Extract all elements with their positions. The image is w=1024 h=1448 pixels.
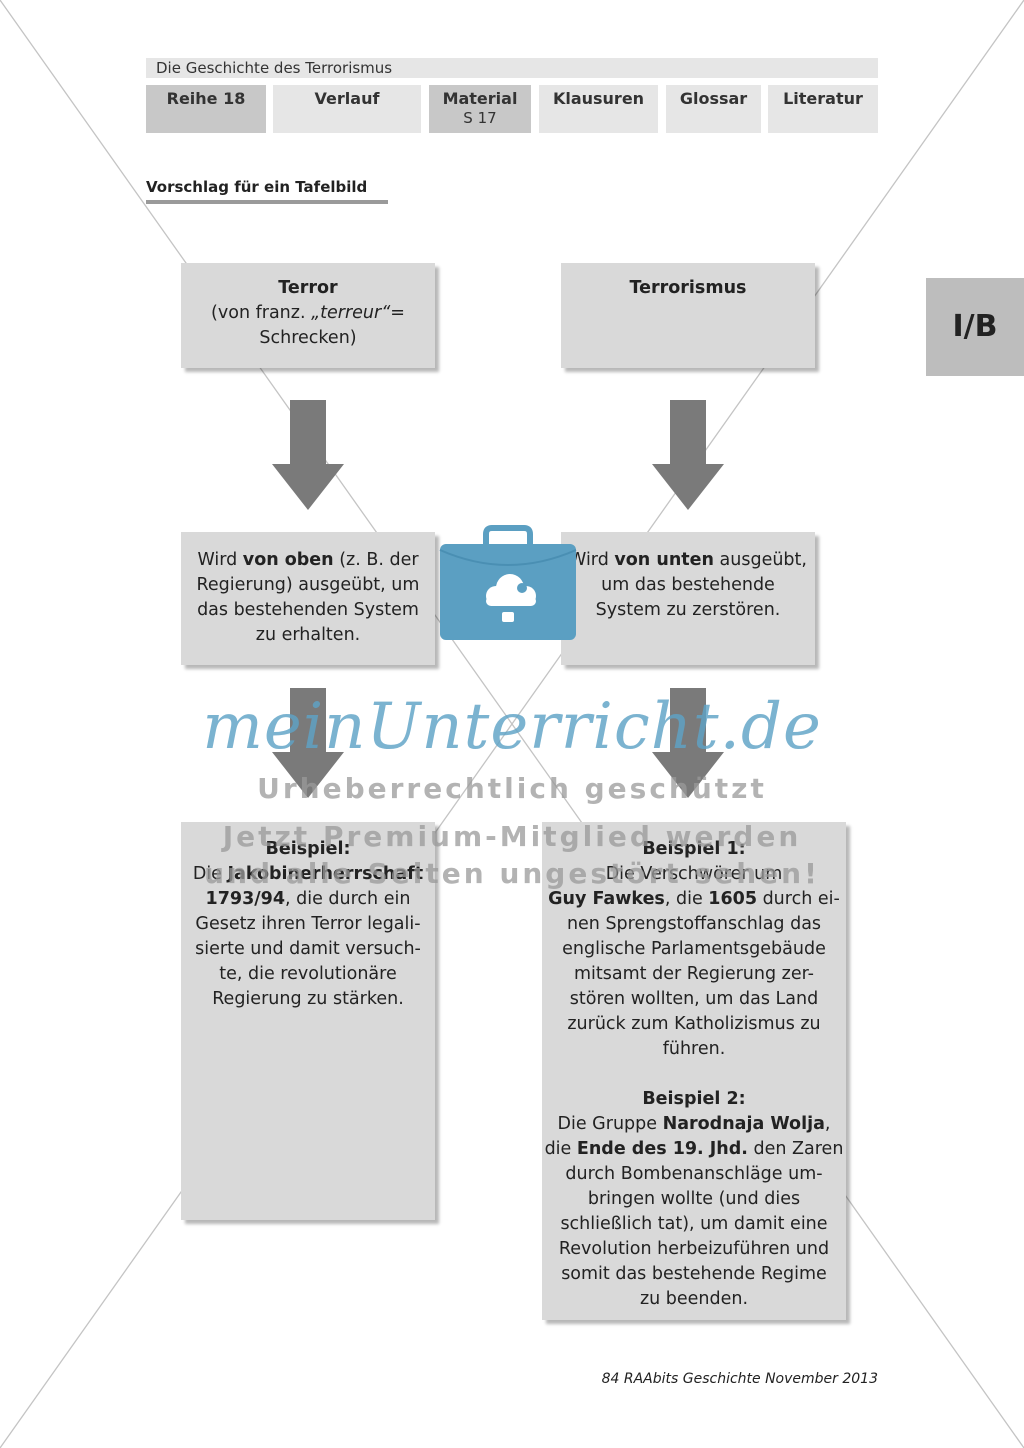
example-line: englische Parlamentsgebäude <box>562 939 826 959</box>
terrorismus-method-box: Wird von unten ausgeübt, um das bestehen… <box>561 532 815 665</box>
terror-method-line: Wird von oben (z. B. der <box>197 550 419 570</box>
watermark-premium-sub: und alle Seiten ungestört sehen! <box>204 857 820 890</box>
example-line: durch Bombenanschläge um- <box>565 1164 823 1184</box>
example-line: Die Gruppe Narodnaja Wolja, <box>557 1114 831 1134</box>
example-line: die Ende des 19. Jhd. den Zaren <box>544 1139 844 1159</box>
tab-label: Literatur <box>783 89 863 108</box>
down-arrow-icon <box>272 400 344 510</box>
terrorismus-method-line: System zu zerstören. <box>595 600 781 620</box>
down-arrow-icon <box>652 400 724 510</box>
example-line: Revolution herbeizuführen und <box>558 1239 830 1259</box>
document-title: Die Geschichte des Terrorismus <box>146 58 878 78</box>
terror-method-line: das bestehenden System <box>197 600 419 620</box>
terror-title: Terror <box>278 278 338 298</box>
side-section-tab: I/B <box>926 278 1024 376</box>
terror-method-line: zu erhalten. <box>255 625 361 645</box>
example-line: stören wollten, um das Land <box>569 989 819 1009</box>
example-line: Gesetz ihren Terror legali- <box>195 914 421 934</box>
terrorismus-method-line: Wird von unten ausgeübt, <box>569 550 807 570</box>
tab-glossar[interactable]: Glossar <box>666 85 761 133</box>
example-line: nen Sprengstoffanschlag das <box>566 914 822 934</box>
terrorismus-method-line: um das bestehende <box>601 575 775 595</box>
terrorismus-definition-box: Terrorismus <box>561 263 815 368</box>
terror-meaning: Schrecken) <box>259 328 357 348</box>
terror-method-line: Regierung) ausgeübt, um <box>196 575 420 595</box>
tab-label: Material <box>442 89 518 108</box>
watermark-brand: meinUnterricht.de <box>202 690 822 764</box>
example-line: bringen wollte (und dies <box>587 1189 801 1209</box>
footer-citation: 84 RAAbits Geschichte November 2013 <box>601 1371 878 1387</box>
example-line: somit das bestehende Regime <box>561 1264 827 1284</box>
tab-label: Verlauf <box>314 89 380 108</box>
example-line: Guy Fawkes, die 1605 durch ei- <box>548 889 840 909</box>
example-line: 1793/94, die durch ein <box>205 889 411 909</box>
terrorismus-example-box: Beispiel 1: Die Verschwörer um Guy Fawke… <box>542 822 846 1320</box>
heading-underline <box>146 200 388 204</box>
tab-material[interactable]: Material S 17 <box>429 85 531 133</box>
tab-verlauf[interactable]: Verlauf <box>273 85 421 133</box>
terror-definition-box: Terror (von franz. „terreur“= Schrecken) <box>181 263 435 368</box>
example-line: zurück zum Katholizismus zu <box>567 1014 821 1034</box>
example-heading: Beispiel 2: <box>642 1089 746 1109</box>
terrorismus-title: Terrorismus <box>629 278 747 298</box>
tab-page-number: S 17 <box>463 109 497 127</box>
tab-literatur[interactable]: Literatur <box>768 85 878 133</box>
briefcase-cloud-logo-icon <box>439 525 577 640</box>
example-spacer <box>542 1062 846 1087</box>
terror-origin: (von franz. „terreur“= <box>211 303 405 323</box>
example-line: zu beenden. <box>639 1289 749 1309</box>
example-line: sierte und damit versuch- <box>195 939 421 959</box>
example-line: mitsamt der Regierung zer- <box>574 964 814 984</box>
example-line: te, die revolutionäre <box>219 964 397 984</box>
example-line: Regierung zu stärken. <box>212 989 404 1009</box>
terror-method-box: Wird von oben (z. B. der Regierung) ausg… <box>181 532 435 665</box>
tab-klausuren[interactable]: Klausuren <box>539 85 658 133</box>
section-heading: Vorschlag für ein Tafelbild <box>146 178 368 196</box>
watermark-premium: Jetzt Premium-Mitglied werden <box>222 820 802 853</box>
example-line: schließlich tat), um damit eine <box>560 1214 828 1234</box>
tab-label: Reihe 18 <box>166 89 246 108</box>
watermark-copyright: Urheberrechtlich geschützt <box>257 772 767 805</box>
tab-label: Glossar <box>679 89 748 108</box>
tab-label: Klausuren <box>552 89 645 108</box>
tab-reihe[interactable]: Reihe 18 <box>146 85 266 133</box>
example-line: führen. <box>662 1039 726 1059</box>
